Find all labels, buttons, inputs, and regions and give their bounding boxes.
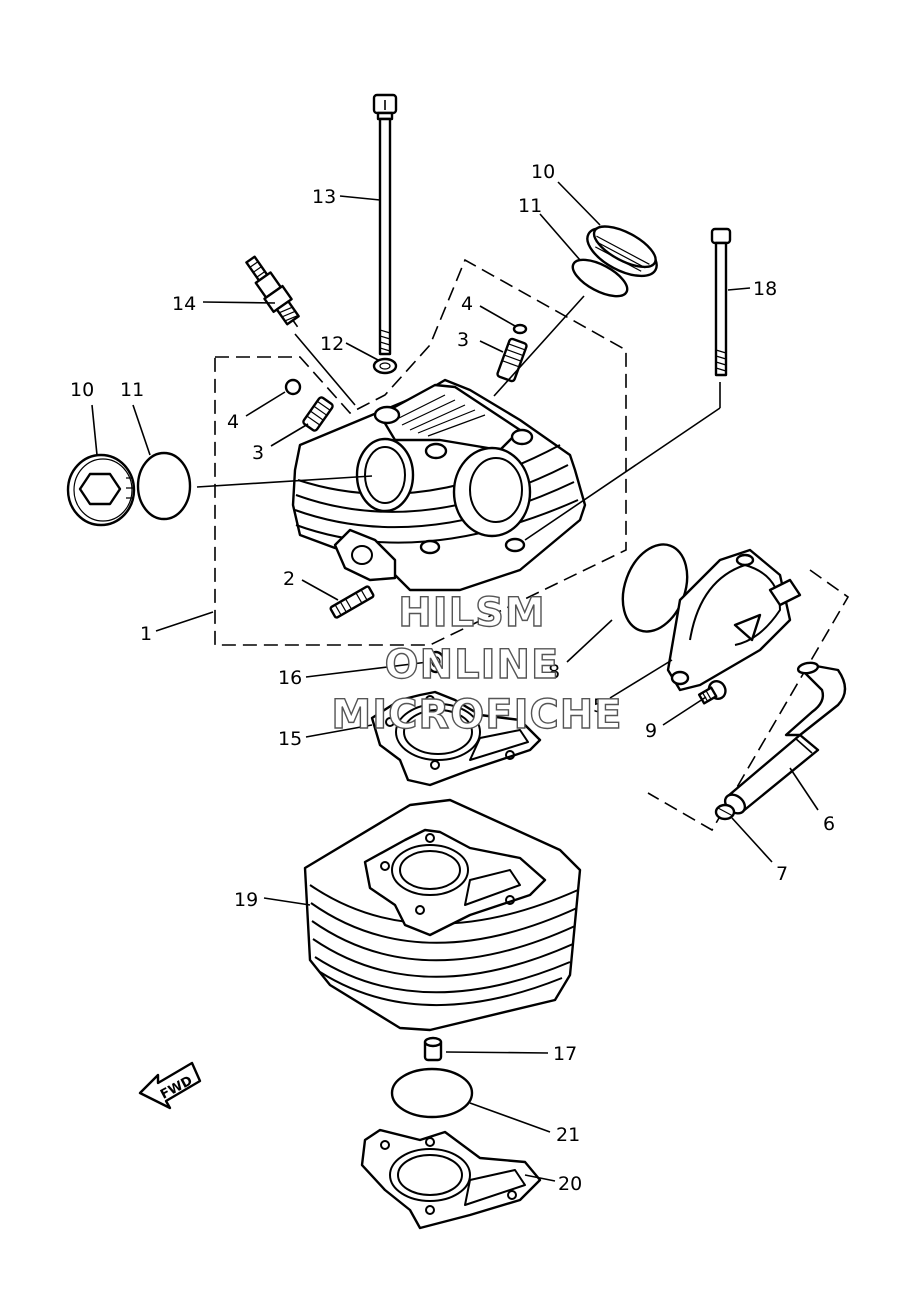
callout-17: 17 — [553, 1043, 577, 1065]
callout-11-left: 11 — [120, 379, 144, 401]
cylinder-block-19 — [303, 798, 582, 1032]
base-gasket-20 — [360, 1128, 542, 1230]
callout-16: 16 — [278, 667, 302, 689]
callout-10-right: 10 — [531, 161, 555, 183]
head-bolt-13 — [372, 93, 398, 356]
callout-7: 7 — [776, 863, 788, 885]
callout-2: 2 — [283, 568, 295, 590]
stud-2 — [329, 585, 375, 619]
assembly-boundary-head — [214, 258, 627, 646]
callout-3-right: 3 — [457, 329, 469, 351]
cap-10-left — [66, 453, 136, 527]
callout-13: 13 — [312, 186, 336, 208]
callout-1: 1 — [140, 623, 152, 645]
o-ring-11-left — [136, 451, 192, 521]
callout-11-right: 11 — [518, 195, 542, 217]
callout-21: 21 — [556, 1124, 580, 1146]
callout-14: 14 — [172, 293, 196, 315]
forward-direction-arrow: FWD — [138, 1061, 202, 1110]
head-gasket-15 — [370, 690, 542, 787]
o-ring-4-right — [512, 323, 528, 335]
watermark-line-2: ONLINE — [385, 642, 560, 688]
washer-12 — [372, 357, 398, 375]
callout-4-right: 4 — [461, 293, 473, 315]
o-ring-11-right — [571, 258, 629, 298]
assembly-boundary-breather — [647, 569, 850, 832]
callout-5: 5 — [593, 695, 605, 717]
callout-10-left: 10 — [70, 379, 94, 401]
callout-3-left: 3 — [252, 442, 264, 464]
watermark: HILSM ONLINE MICROFICHE — [331, 589, 623, 738]
clip-7 — [714, 803, 736, 821]
callout-19: 19 — [234, 889, 258, 911]
callout-6: 6 — [823, 813, 835, 835]
callout-18: 18 — [753, 278, 777, 300]
insert-3-right — [496, 337, 528, 383]
o-ring-21 — [390, 1067, 474, 1119]
breather-hose-6 — [723, 661, 847, 815]
callout-20: 20 — [558, 1173, 582, 1195]
callout-labels: 1 2 3 3 4 4 5 6 7 8 9 10 10 11 11 12 13 … — [70, 161, 835, 1195]
watermark-line-3: MICROFICHE — [331, 692, 622, 738]
breather-cover-5 — [666, 548, 802, 692]
insert-3-left — [302, 396, 334, 432]
spark-plug-14 — [245, 255, 300, 328]
callout-9: 9 — [645, 720, 657, 742]
leader-lines — [91, 181, 819, 1182]
o-ring-4-left — [284, 378, 302, 396]
callout-4-left: 4 — [227, 411, 239, 433]
dowel-pin-16 — [426, 650, 446, 674]
watermark-line-1: HILSM — [398, 590, 545, 636]
dowel-17 — [423, 1036, 443, 1062]
side-bolt-18 — [710, 227, 732, 377]
cylinder-head-1 — [291, 378, 587, 592]
callout-12: 12 — [320, 333, 344, 355]
callout-15: 15 — [278, 728, 302, 750]
callout-8: 8 — [548, 661, 560, 683]
cap-10-right — [586, 225, 658, 278]
